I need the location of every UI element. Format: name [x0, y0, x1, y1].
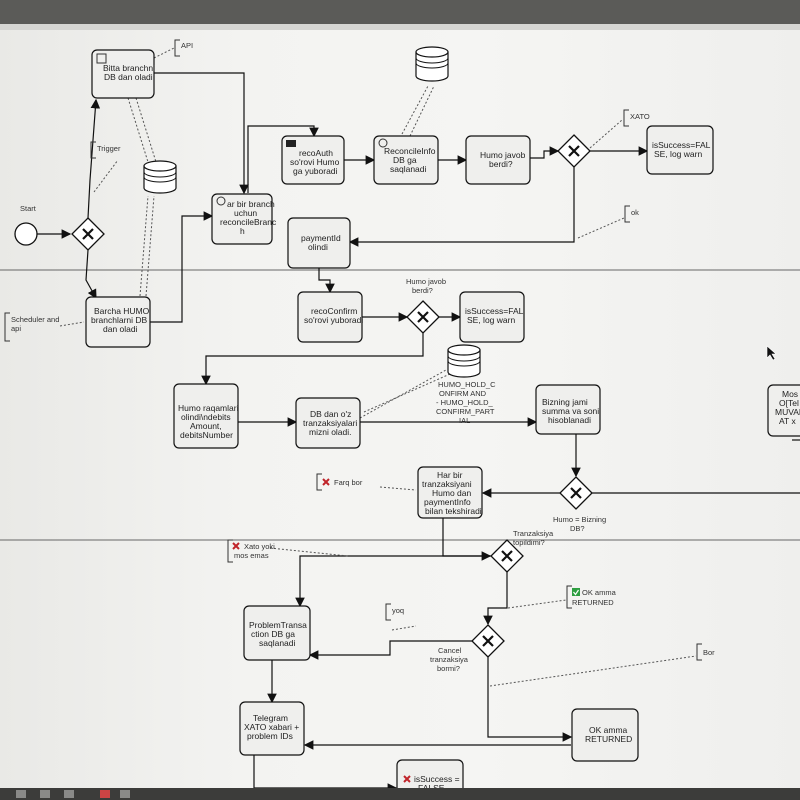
datastore-label-humo-hold: HUMO_HOLD_C ONFIRM AND - HUMO_HOLD_ CONF…: [436, 380, 498, 425]
taskbar-icon-4[interactable]: [100, 790, 110, 798]
datastore-db-2[interactable]: [415, 46, 449, 82]
taskbar-icon-5[interactable]: [120, 790, 130, 798]
start-label: Start: [20, 204, 37, 213]
annotation-bor: Bor: [696, 643, 715, 661]
svg-text:Trigger: Trigger: [97, 144, 121, 153]
svg-text:yoq: yoq: [392, 606, 404, 615]
sequence-flows: [37, 72, 800, 793]
datastore-db-1[interactable]: [143, 160, 177, 194]
taskbar-icon-3[interactable]: [64, 790, 74, 798]
taskbar: [0, 788, 800, 800]
window-top-edge: [0, 24, 800, 30]
annotation-api: API: [174, 39, 193, 57]
associations: [59, 47, 697, 687]
taskbar-icon-1[interactable]: [16, 790, 26, 798]
mouse-cursor-icon: [766, 345, 777, 361]
annotation-ok: ok: [624, 205, 639, 223]
gateway-humo-bizning[interactable]: [559, 476, 593, 510]
svg-text:ok: ok: [631, 208, 639, 217]
gateway-trigger[interactable]: [71, 217, 105, 251]
annotation-xato: XATO: [623, 109, 650, 127]
gateway-humo-javob[interactable]: [557, 134, 591, 168]
gateway-reco-confirm[interactable]: [406, 300, 440, 334]
datastore-humo-hold[interactable]: [447, 344, 481, 378]
annotation-trigger: Trigger: [90, 141, 121, 159]
annotation-yoq: yoq: [385, 603, 404, 621]
gateway-tranzaksiya[interactable]: [490, 539, 524, 573]
svg-text:XATO: XATO: [630, 112, 650, 121]
gateway-cancel[interactable]: [471, 624, 505, 658]
window-top-bar: [0, 0, 800, 24]
taskbar-icon-2[interactable]: [40, 790, 50, 798]
annotation-farq-bor: Farq bor: [316, 473, 363, 491]
svg-text:Bor: Bor: [703, 648, 715, 657]
start-event[interactable]: [14, 222, 38, 246]
svg-text:API: API: [181, 41, 193, 50]
svg-text:Farq bor: Farq bor: [334, 478, 363, 487]
